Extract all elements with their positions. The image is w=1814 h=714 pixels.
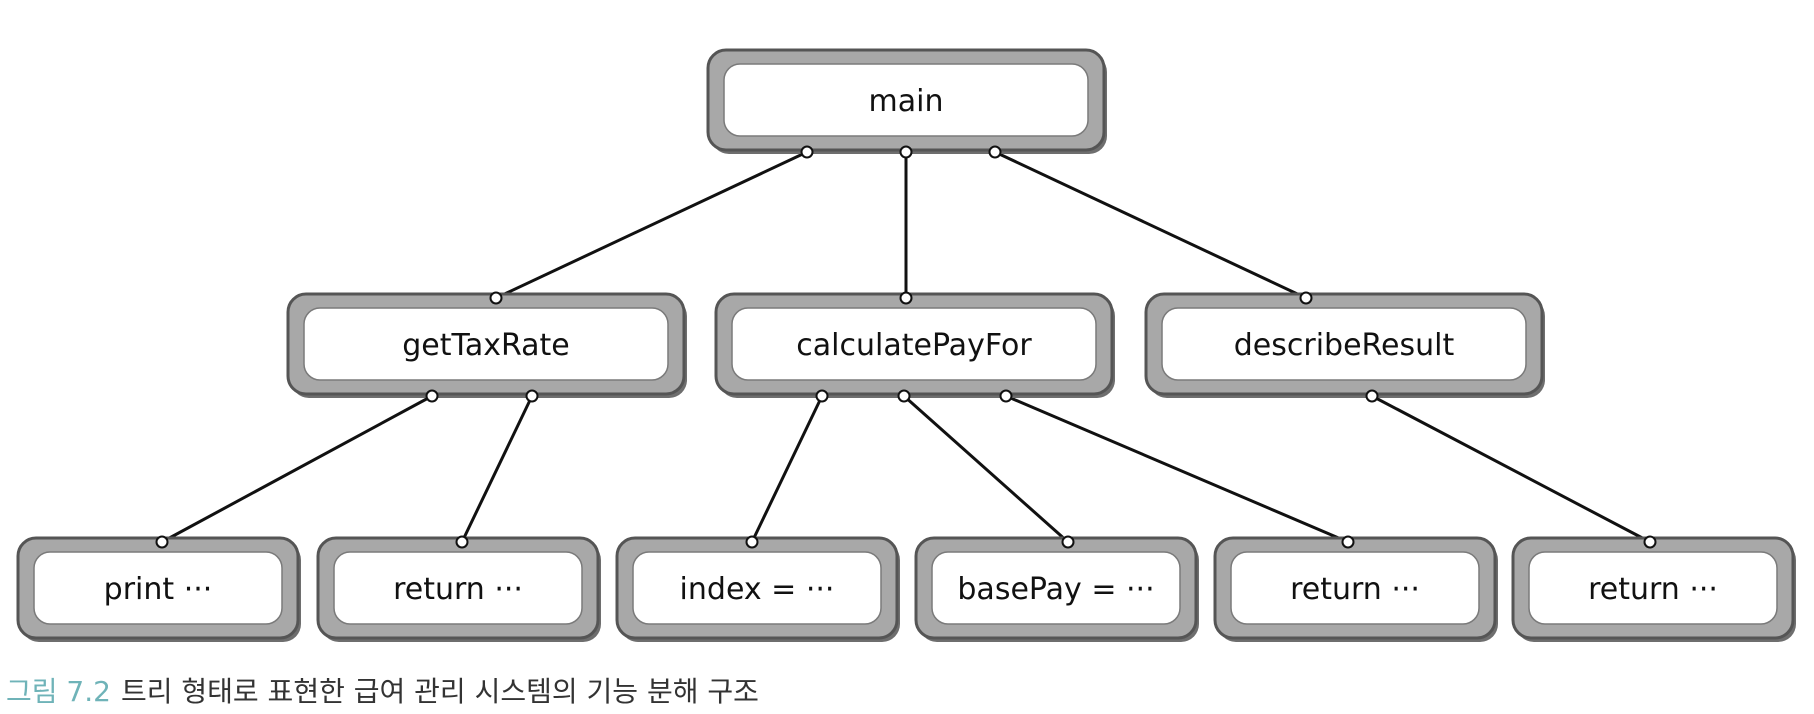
connector-ports <box>155 145 1657 549</box>
connector-port <box>1299 291 1313 305</box>
figure-number: 그림 7.2 <box>6 675 111 708</box>
connector-port <box>745 535 759 549</box>
edge-calculatepayfor-to-index <box>750 395 824 543</box>
connector-port <box>1365 389 1379 403</box>
node-describeresult: describeResult <box>1144 292 1545 398</box>
edge-calculatepayfor-to-return2 <box>1005 394 1349 544</box>
node-return2: return ··· <box>1213 536 1498 642</box>
node-label-print: print ··· <box>104 572 213 607</box>
connector-port <box>899 145 913 159</box>
figure-caption: 그림 7.2 트리 형태로 표현한 급여 관리 시스템의 기능 분해 구조 <box>6 670 759 710</box>
node-label-index: index = ··· <box>680 572 835 607</box>
figure-caption-text: 트리 형태로 표현한 급여 관리 시스템의 기능 분해 구조 <box>120 675 759 708</box>
node-basepay: basePay = ··· <box>914 536 1199 642</box>
connector-port <box>899 291 913 305</box>
connector-port <box>897 389 911 403</box>
node-box <box>1528 551 1778 625</box>
edge-calculatepayfor-to-basepay <box>903 394 1069 544</box>
connector-port <box>455 535 469 549</box>
node-box <box>303 307 669 381</box>
connector-port <box>155 535 169 549</box>
node-label-return3: return ··· <box>1588 572 1718 607</box>
node-label-basepay: basePay = ··· <box>957 572 1154 607</box>
connector-port <box>525 389 539 403</box>
node-box <box>1161 307 1527 381</box>
connector-port <box>1643 535 1657 549</box>
edge-gettaxrate-to-print <box>161 394 433 544</box>
node-print: print ··· <box>16 536 301 642</box>
edge-main-to-gettaxrate <box>495 150 808 300</box>
node-label-return2: return ··· <box>1290 572 1420 607</box>
edges <box>161 150 1651 544</box>
node-box <box>731 307 1097 381</box>
node-label-calculatepayfor: calculatePayFor <box>796 328 1032 363</box>
node-label-return1: return ··· <box>393 572 523 607</box>
node-box <box>1230 551 1480 625</box>
node-label-gettaxrate: getTaxRate <box>402 328 570 363</box>
node-box <box>33 551 283 625</box>
node-calculatepayfor: calculatePayFor <box>714 292 1115 398</box>
node-return1: return ··· <box>316 536 601 642</box>
node-box <box>632 551 882 625</box>
connector-port <box>988 145 1002 159</box>
connector-port <box>800 145 814 159</box>
edge-describeresult-to-return3 <box>1371 394 1651 544</box>
node-gettaxrate: getTaxRate <box>286 292 687 398</box>
connector-port <box>815 389 829 403</box>
connector-port <box>489 291 503 305</box>
connector-port <box>1061 535 1075 549</box>
connector-port <box>425 389 439 403</box>
node-box <box>931 551 1181 625</box>
nodes: main getTaxRate calculatePayFor describeRes… <box>16 48 1796 642</box>
node-main: main <box>706 48 1107 154</box>
node-return3: return ··· <box>1511 536 1796 642</box>
node-label-describeresult: describeResult <box>1234 328 1455 363</box>
connector-port <box>999 389 1013 403</box>
node-label-main: main <box>869 84 944 119</box>
node-box <box>333 551 583 625</box>
node-box <box>723 63 1089 137</box>
edge-main-to-describeresult <box>994 150 1307 300</box>
connector-port <box>1341 535 1355 549</box>
node-index: index = ··· <box>615 536 900 642</box>
edge-gettaxrate-to-return1 <box>460 395 534 543</box>
